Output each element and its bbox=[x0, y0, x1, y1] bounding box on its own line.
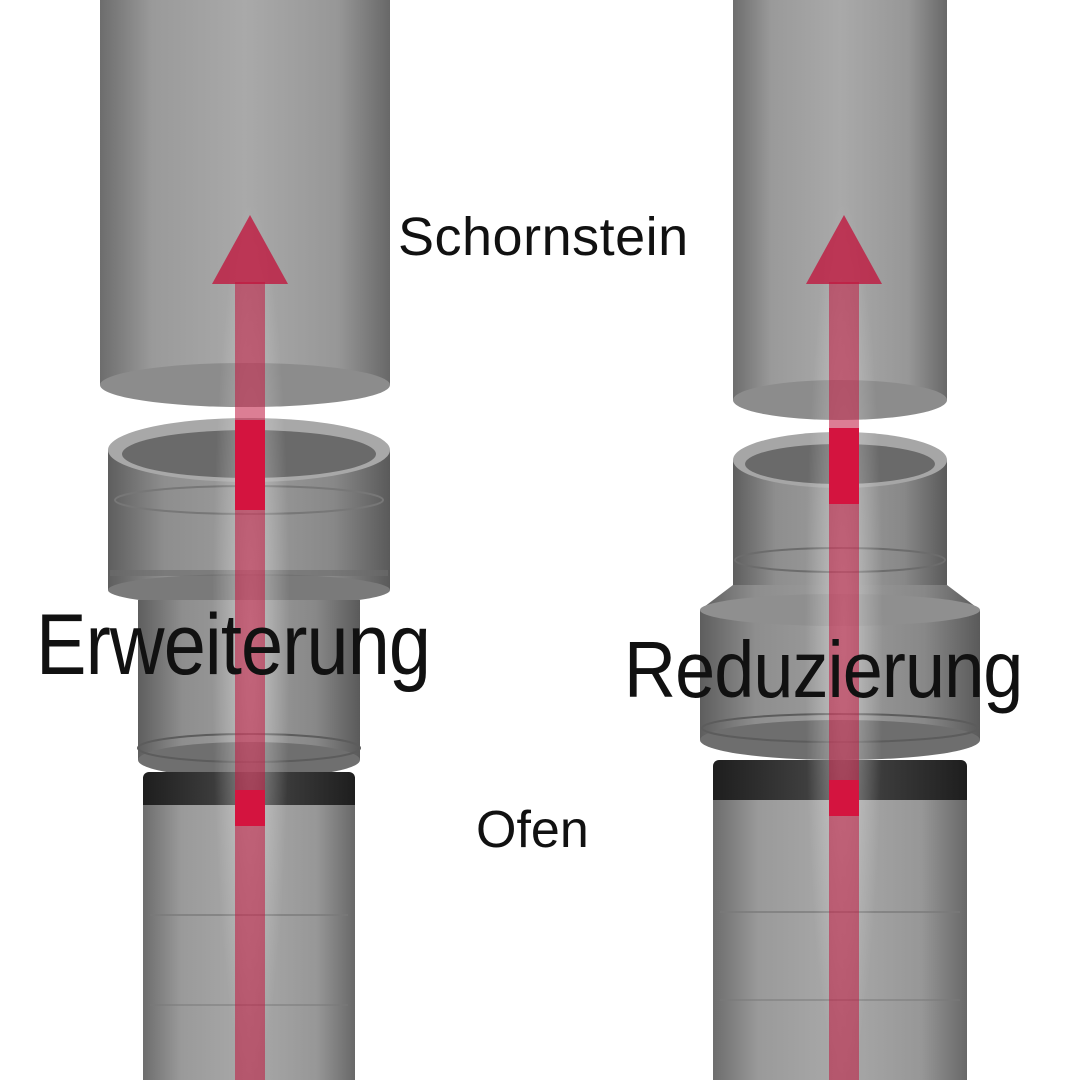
label-expansion: Erweiterung bbox=[36, 597, 431, 693]
label-reduction: Reduzierung bbox=[624, 625, 1023, 714]
left-flow-arrow bbox=[212, 200, 290, 1080]
label-chimney: Schornstein bbox=[398, 207, 689, 267]
label-stove: Ofen bbox=[476, 801, 589, 859]
right-flow-arrow bbox=[805, 200, 883, 1080]
